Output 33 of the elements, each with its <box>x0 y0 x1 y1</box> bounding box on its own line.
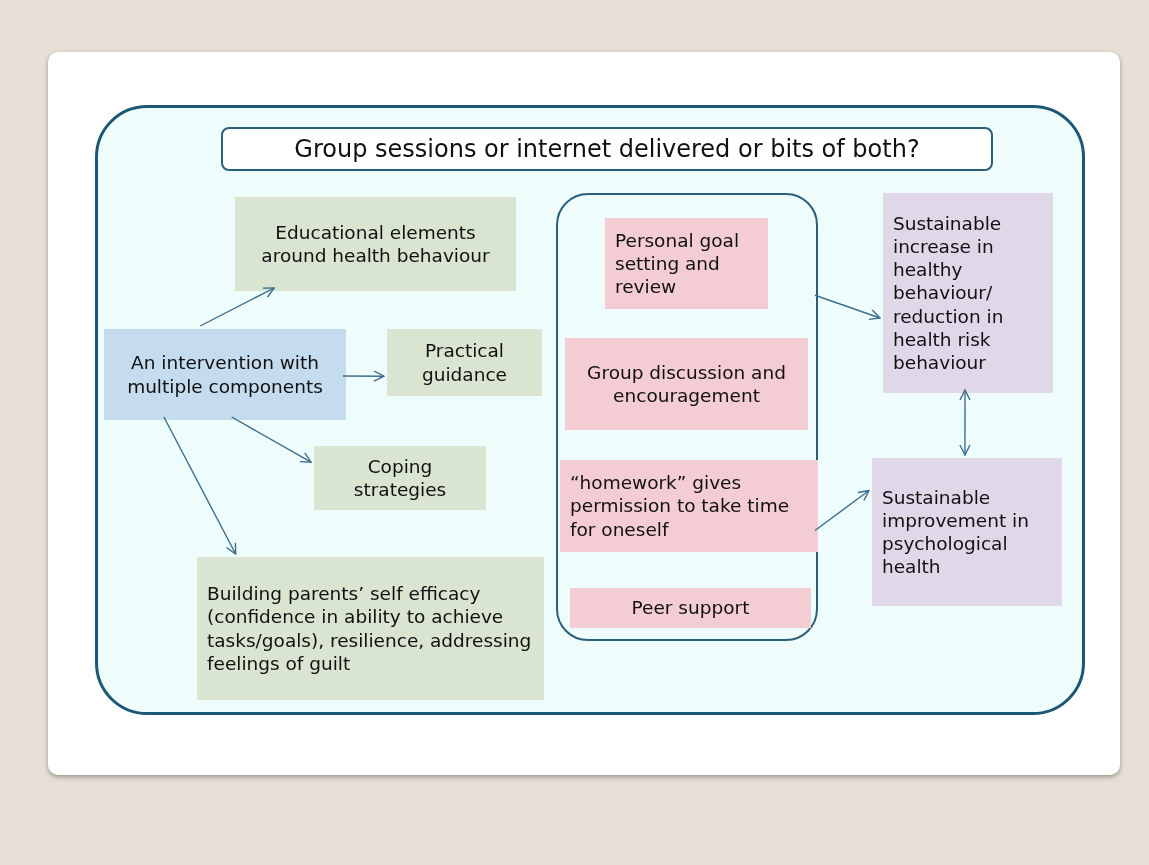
arrow <box>342 370 385 382</box>
outcome-box <box>883 193 1053 393</box>
box-label: Sustainable increase in healthy behaviour/ reduction in health risk behaviour <box>893 212 1005 374</box>
arrow <box>163 416 237 555</box>
box-label: Building parents’ self efficacy (confidence in ability to achieve tasks/goals), resilience, addressing feelings of guilt <box>207 582 533 675</box>
box-label: Group discussion and encouragement <box>586 360 787 408</box>
box-label: An intervention with multiple components <box>126 351 324 398</box>
box-label: Personal goal setting and review <box>615 228 741 299</box>
rounded-frame <box>556 193 818 641</box>
box-label: Coping strategies <box>352 454 448 502</box>
activity-box <box>605 218 768 309</box>
component-box <box>197 557 544 700</box>
component-box <box>387 329 542 396</box>
arrow <box>814 489 870 532</box>
outcome-box <box>872 458 1062 606</box>
rounded-frame <box>95 105 1085 715</box>
intervention-box <box>104 329 346 420</box>
arrow <box>959 389 971 456</box>
box-label: Peer support <box>631 596 750 620</box>
title-box <box>221 127 993 171</box>
component-box <box>314 446 486 510</box>
box-label: Sustainable improvement in psychological health <box>882 485 1030 579</box>
box-label: Educational elements around health behaviour <box>260 220 491 268</box>
activity-box <box>560 460 818 552</box>
component-box <box>235 197 516 291</box>
arrow <box>199 287 275 327</box>
arrow <box>231 416 312 463</box>
activity-box <box>570 588 811 628</box>
arrow <box>814 294 881 321</box>
activity-box <box>565 338 808 430</box>
title-text: Group sessions or internet delivered or bits of both? <box>294 134 920 164</box>
box-label: Practical guidance <box>421 339 508 386</box>
box-label: “homework” gives permission to take time for oneself <box>570 471 791 541</box>
